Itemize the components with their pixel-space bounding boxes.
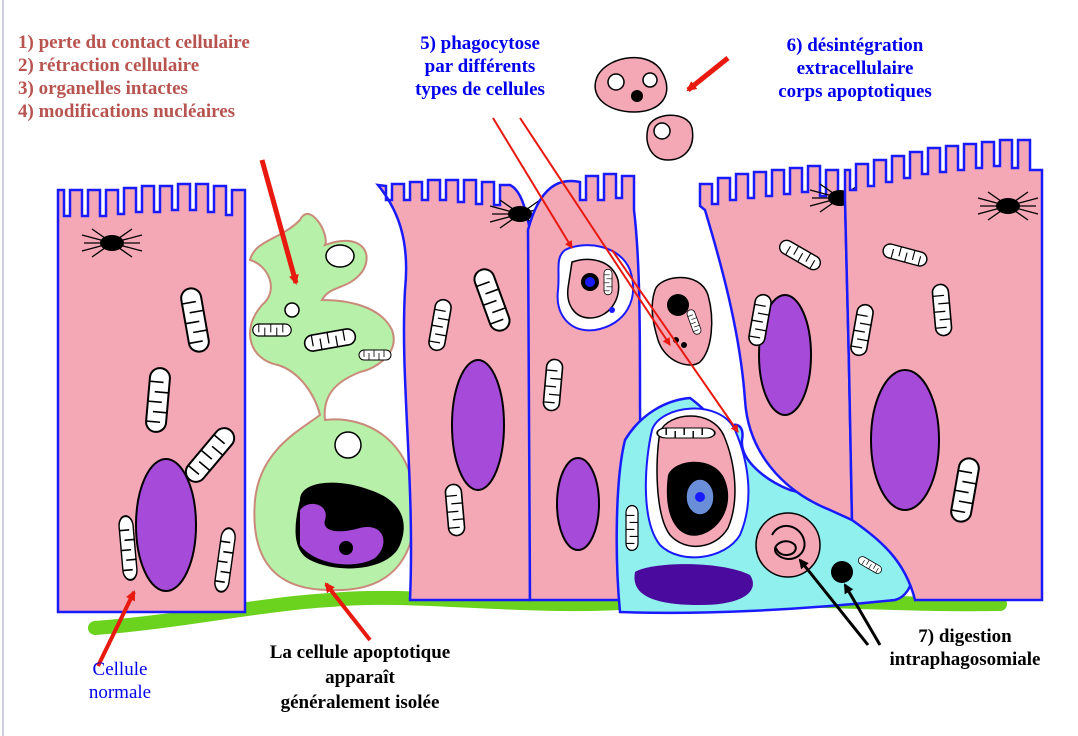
normal-cell-label: Cellule normale	[60, 658, 180, 704]
step-7-label: 7) digestion intraphagosomiale	[860, 625, 1070, 671]
step-4-label: 4) modifications nucléaires	[18, 100, 250, 123]
apoptotic-cell-label: La cellule apoptotique apparaît générale…	[225, 640, 495, 715]
step-6-label: 6) désintégration extracellulaire corps …	[745, 34, 965, 103]
nucleus-icon	[136, 459, 196, 591]
normal-cell-left	[58, 184, 245, 612]
normal-cell-right-2	[845, 140, 1042, 600]
step-3-label: 3) organelles intactes	[18, 77, 250, 100]
steps-1-4-list: 1) perte du contact cellulaire 2) rétrac…	[18, 31, 250, 123]
step-2-label: 2) rétraction cellulaire	[18, 54, 250, 77]
nucleus-icon	[452, 360, 504, 490]
nucleus-icon	[871, 370, 939, 510]
step-5-label: 5) phagocytose par différents types de c…	[380, 32, 580, 101]
step-1-label: 1) perte du contact cellulaire	[18, 31, 250, 54]
nucleus-icon	[557, 458, 599, 550]
apoptotic-cell	[250, 214, 415, 590]
